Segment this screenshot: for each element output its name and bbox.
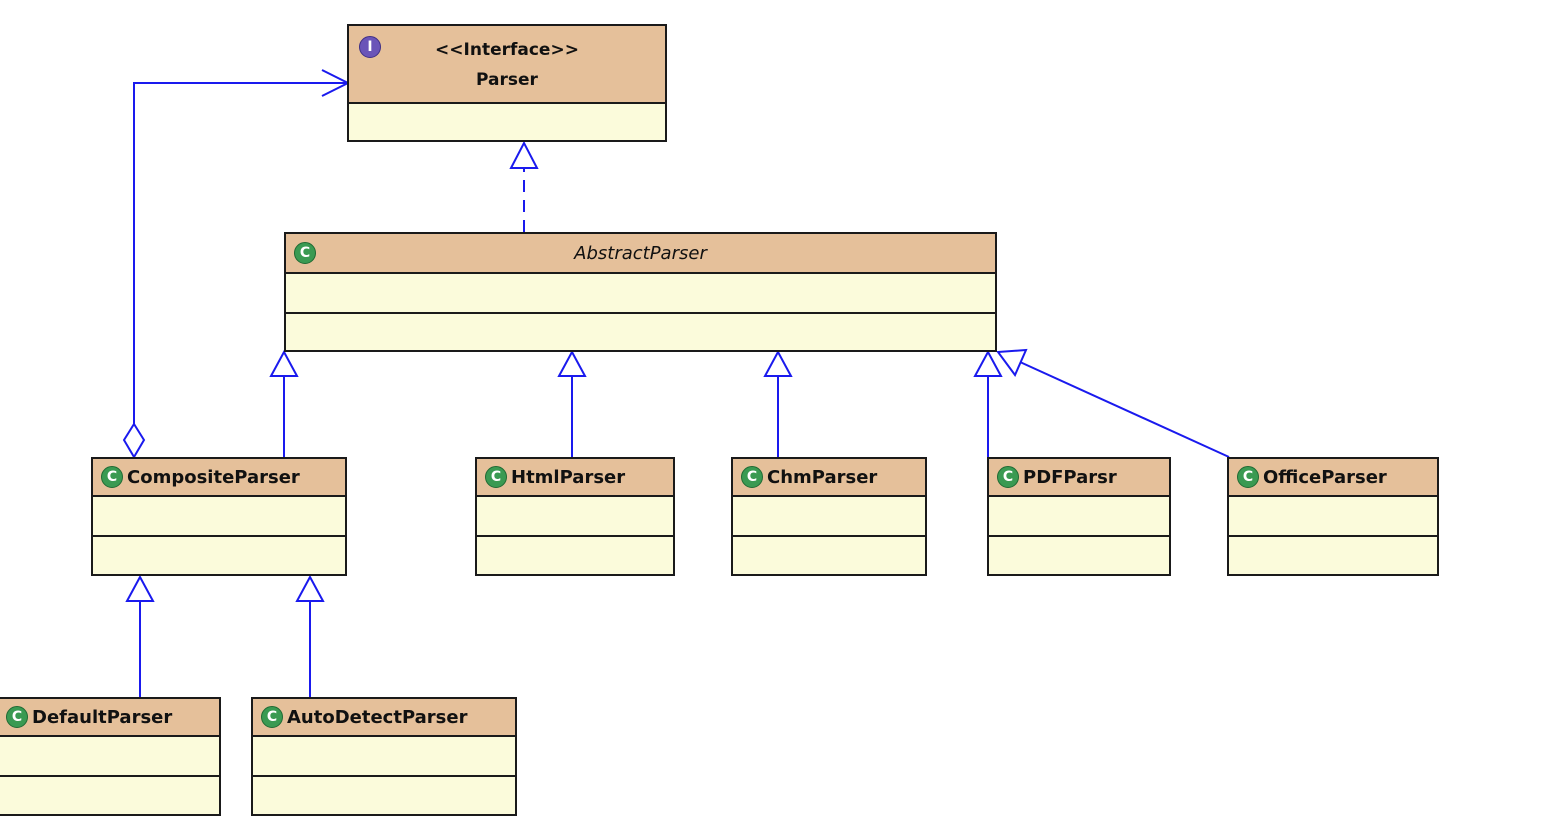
class-chmparser-operations	[733, 537, 925, 574]
class-chmparser-header: C ChmParser	[733, 459, 925, 497]
class-officeparser-box[interactable]: C OfficeParser	[1227, 457, 1439, 576]
class-compositeparser-attributes	[93, 497, 345, 537]
class-icon: C	[261, 706, 283, 728]
class-officeparser-header: C OfficeParser	[1229, 459, 1437, 497]
class-defaultparser-operations	[0, 777, 219, 814]
interface-icon: I	[359, 36, 381, 58]
generalization-arrowhead-html	[557, 349, 587, 377]
generalization-arrowhead-default	[125, 574, 155, 602]
class-icon: C	[6, 706, 28, 728]
class-abstractparser-attributes	[286, 274, 995, 314]
class-icon: C	[101, 466, 123, 488]
class-htmlparser-operations	[477, 537, 673, 574]
class-pdfparsr-operations	[989, 537, 1169, 574]
class-autodetectparser-header: C AutoDetectParser	[253, 699, 515, 737]
interface-stereotype: <<Interface>>	[435, 40, 579, 60]
class-pdfparsr-attributes	[989, 497, 1169, 537]
class-icon: C	[485, 466, 507, 488]
class-abstractparser-box[interactable]: C AbstractParser	[284, 232, 997, 352]
class-officeparser-operations	[1229, 537, 1437, 574]
class-icon: C	[997, 466, 1019, 488]
class-compositeparser-header: C CompositeParser	[93, 459, 345, 497]
class-abstractparser-name: AbstractParser	[574, 242, 707, 264]
class-htmlparser-attributes	[477, 497, 673, 537]
realization-arrowhead	[509, 140, 539, 169]
class-autodetectparser-box[interactable]: C AutoDetectParser	[251, 697, 517, 816]
class-htmlparser-box[interactable]: C HtmlParser	[475, 457, 675, 576]
interface-parser-box[interactable]: I <<Interface>> Parser	[347, 24, 667, 142]
class-defaultparser-header: C DefaultParser	[0, 699, 219, 737]
class-autodetectparser-name: AutoDetectParser	[287, 706, 468, 728]
generalization-line-office	[1019, 361, 1230, 458]
interface-parser-members	[349, 104, 665, 140]
class-autodetectparser-operations	[253, 777, 515, 814]
aggregation-diamond	[122, 422, 146, 459]
class-icon: C	[1237, 466, 1259, 488]
class-autodetectparser-attributes	[253, 737, 515, 777]
generalization-arrowhead-chm	[763, 349, 793, 377]
class-defaultparser-box[interactable]: C DefaultParser	[0, 697, 221, 816]
interface-name: Parser	[476, 70, 538, 90]
class-compositeparser-box[interactable]: C CompositeParser	[91, 457, 347, 576]
class-pdfparsr-box[interactable]: C PDFParsr	[987, 457, 1171, 576]
class-compositeparser-operations	[93, 537, 345, 574]
class-abstractparser-operations	[286, 314, 995, 350]
class-defaultparser-name: DefaultParser	[32, 706, 173, 728]
class-chmparser-attributes	[733, 497, 925, 537]
class-icon: C	[741, 466, 763, 488]
generalization-arrowhead-pdf	[973, 349, 1003, 377]
class-chmparser-box[interactable]: C ChmParser	[731, 457, 927, 576]
generalization-arrowhead-composite	[269, 349, 299, 377]
class-officeparser-attributes	[1229, 497, 1437, 537]
aggregation-line-composite-parser	[133, 82, 346, 424]
class-pdfparsr-header: C PDFParsr	[989, 459, 1169, 497]
class-htmlparser-name: HtmlParser	[511, 466, 626, 488]
class-htmlparser-header: C HtmlParser	[477, 459, 673, 497]
class-officeparser-name: OfficeParser	[1263, 466, 1387, 488]
generalization-arrowhead-office	[996, 348, 1028, 377]
class-chmparser-name: ChmParser	[767, 466, 878, 488]
interface-parser-header: I <<Interface>> Parser	[349, 26, 665, 104]
class-defaultparser-attributes	[0, 737, 219, 777]
class-abstractparser-header: C AbstractParser	[286, 234, 995, 274]
class-compositeparser-name: CompositeParser	[127, 466, 300, 488]
class-pdfparsr-name: PDFParsr	[1023, 466, 1117, 488]
class-icon: C	[294, 242, 316, 264]
generalization-arrowhead-autodetect	[295, 574, 325, 602]
